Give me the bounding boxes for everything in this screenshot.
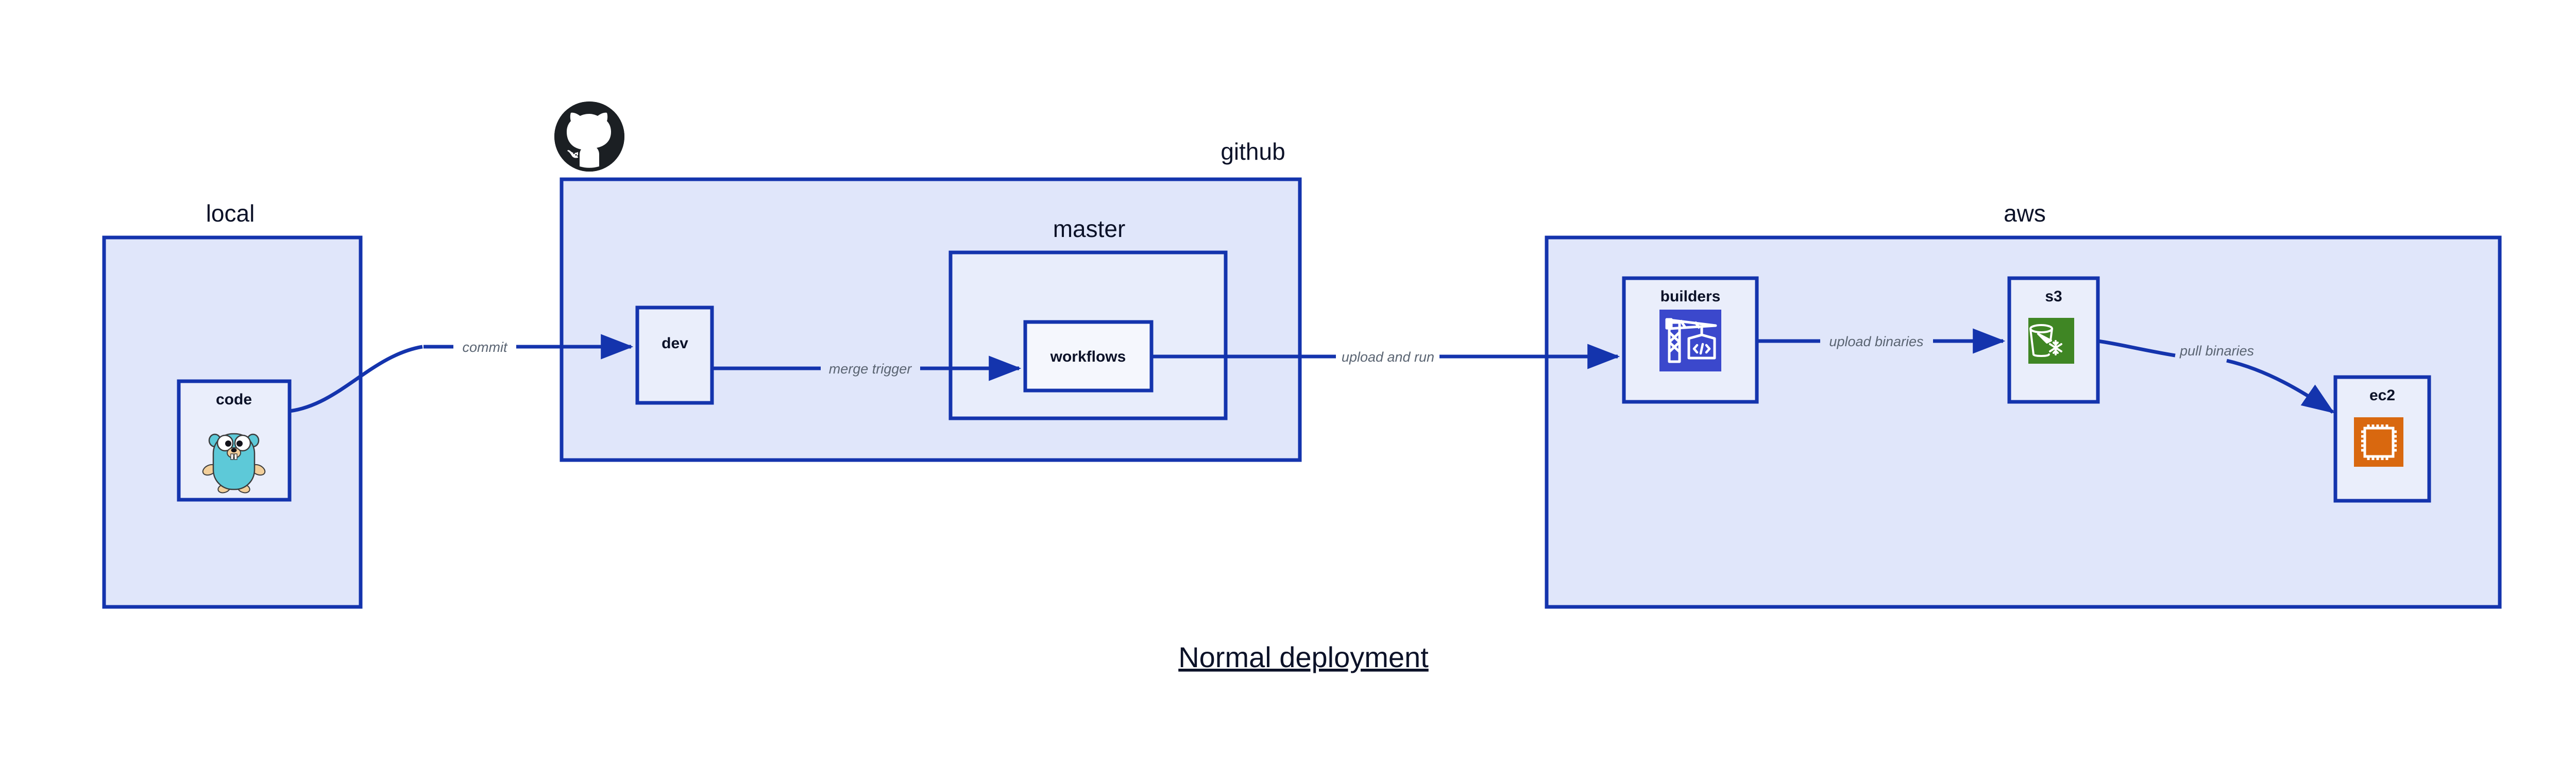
edge-s3-ec2-seg2: [2226, 359, 2335, 414]
node-workflows-rect[interactable]: [1023, 320, 1154, 393]
node-builders-label: builders: [1660, 288, 1721, 305]
node-s3[interactable]: s3: [2007, 276, 2100, 404]
node-workflows[interactable]: workflows: [1023, 320, 1154, 393]
node-ec2-label: ec2: [2369, 387, 2395, 404]
go-gopher-icon: [202, 433, 266, 494]
node-code-label: code: [216, 391, 252, 408]
cluster-github-label: github: [1221, 138, 1285, 165]
cluster-master: master workflows: [948, 215, 1228, 420]
cluster-local-label: local: [206, 200, 255, 227]
cluster-aws-label: aws: [2004, 200, 2046, 227]
node-code[interactable]: code: [177, 379, 292, 502]
edge-s3-ec2-seg1: [2097, 339, 2176, 358]
cluster-local: local code: [102, 200, 363, 609]
node-s3-label: s3: [2045, 288, 2062, 305]
edge-dev-workflows: merge trigger: [712, 355, 1022, 381]
aws-ec2-icon: [2354, 417, 2403, 467]
cluster-aws: aws builders: [1545, 200, 2502, 609]
edge-code-dev-label: commit: [463, 339, 508, 355]
edge-builders-s3: upload binaries: [1757, 328, 2006, 354]
edge-workflows-builders-label: upload and run: [1342, 349, 1434, 365]
edge-dev-workflows-label: merge trigger: [829, 361, 912, 377]
node-dev-label: dev: [662, 335, 688, 352]
node-dev-rect[interactable]: [635, 305, 714, 405]
edge-s3-ec2: pull binaries: [2097, 339, 2335, 414]
node-workflows-label: workflows: [1050, 348, 1126, 365]
edge-code-dev: commit: [289, 334, 634, 413]
node-ec2[interactable]: ec2: [2333, 375, 2431, 503]
node-builders[interactable]: builders: [1622, 276, 1759, 404]
cluster-master-label: master: [1053, 215, 1126, 242]
aws-s3-glacier-icon: [2028, 318, 2074, 364]
edge-code-dev-curve: [289, 345, 423, 413]
aws-codebuild-icon: [1659, 310, 1721, 371]
page-title: Normal deployment: [1178, 641, 1429, 673]
cluster-github: github dev master: [554, 101, 1302, 462]
edge-builders-s3-label: upload binaries: [1829, 334, 1923, 349]
edge-s3-ec2-label: pull binaries: [2179, 343, 2254, 359]
node-dev[interactable]: dev: [635, 305, 714, 405]
edge-workflows-builders: upload and run: [1151, 344, 1620, 369]
github-octocat-glyph: [554, 101, 624, 172]
